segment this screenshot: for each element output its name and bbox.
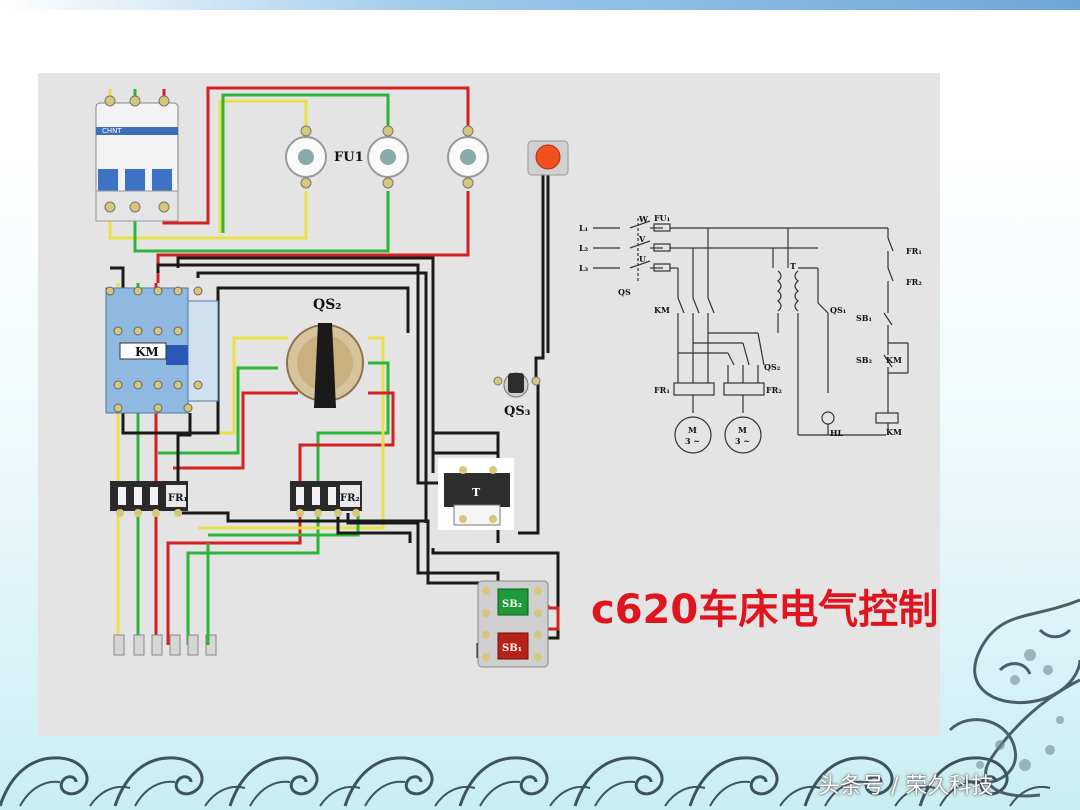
schematic-qs1: QS₁ [830,305,846,315]
schematic-m1-phase: 3 ~ [685,436,700,446]
terminal-block [113,634,217,656]
fr1-label: FR₁ [168,493,188,504]
fu1-label: FU1 [334,150,364,165]
top-banner-strip [0,0,1080,10]
schematic-sb2: SB₂ [856,355,873,365]
qs3-label: QS₃ [504,404,531,419]
schematic-m1: M [688,425,697,435]
schematic-qs: QS [618,287,631,297]
diagram-panel: CHNT FU1 KM [38,73,940,736]
schematic-l3: L₃ [579,263,589,273]
thermal-relay-fr2 [290,481,362,517]
indicator-lamp [527,140,569,176]
pushbutton-station [477,580,549,668]
thermal-relay-fr1 [110,481,188,517]
sb2-label: SB₂ [502,599,522,610]
schematic-km-hold: KM [886,355,902,365]
schematic [593,218,909,454]
schematic-labels: L₁ L₂ L₃ W V U FU₁ QS KM QS₂ FR₁ FR₂ M 3… [579,213,922,446]
schematic-qs2: QS₂ [764,362,781,372]
fuse-fu1-b [367,125,409,189]
fuse-fu1-c [447,125,489,189]
schematic-fr2-contact: FR₂ [906,277,922,287]
rotary-switch-qs2 [286,323,364,408]
schematic-fr1: FR₁ [654,385,670,395]
schematic-m2: M [738,425,747,435]
wiring-diagram: CHNT FU1 KM [95,86,938,668]
fuse-fu1-a [285,125,327,189]
schematic-w: W [638,214,649,224]
schematic-fr1-contact: FR₁ [906,246,922,256]
dragon-decoration [948,598,1080,798]
schematic-sb1: SB₁ [856,313,872,323]
schematic-fr2: FR₂ [766,385,782,395]
schematic-l2: L₂ [579,243,589,253]
diagram-title: c620车床电气控制 [591,587,938,633]
t-label: T [472,486,481,499]
schematic-t: T [790,261,796,271]
transformer-t [438,458,514,530]
toggle-switch-qs3 [493,372,541,398]
schematic-m2-phase: 3 ~ [735,436,750,446]
contactor-km: KM [105,286,219,414]
schematic-km: KM [654,305,670,315]
schematic-v: V [638,234,646,244]
fr2-label: FR₂ [340,493,360,504]
schematic-fu1: FU₁ [654,213,670,223]
km-label: KM [135,345,159,359]
circuit-breaker: CHNT [95,95,179,222]
schematic-hl: HL [830,428,844,438]
sb1-label: SB₁ [502,643,522,654]
watermark: 头条号 / 荣久科技 [818,774,994,799]
schematic-km-coil: KM [886,427,902,437]
schematic-l1: L₁ [579,223,588,233]
qs2-label: QS₂ [313,297,341,313]
brand-label: CHNT [102,127,122,135]
schematic-u: U [639,254,646,264]
